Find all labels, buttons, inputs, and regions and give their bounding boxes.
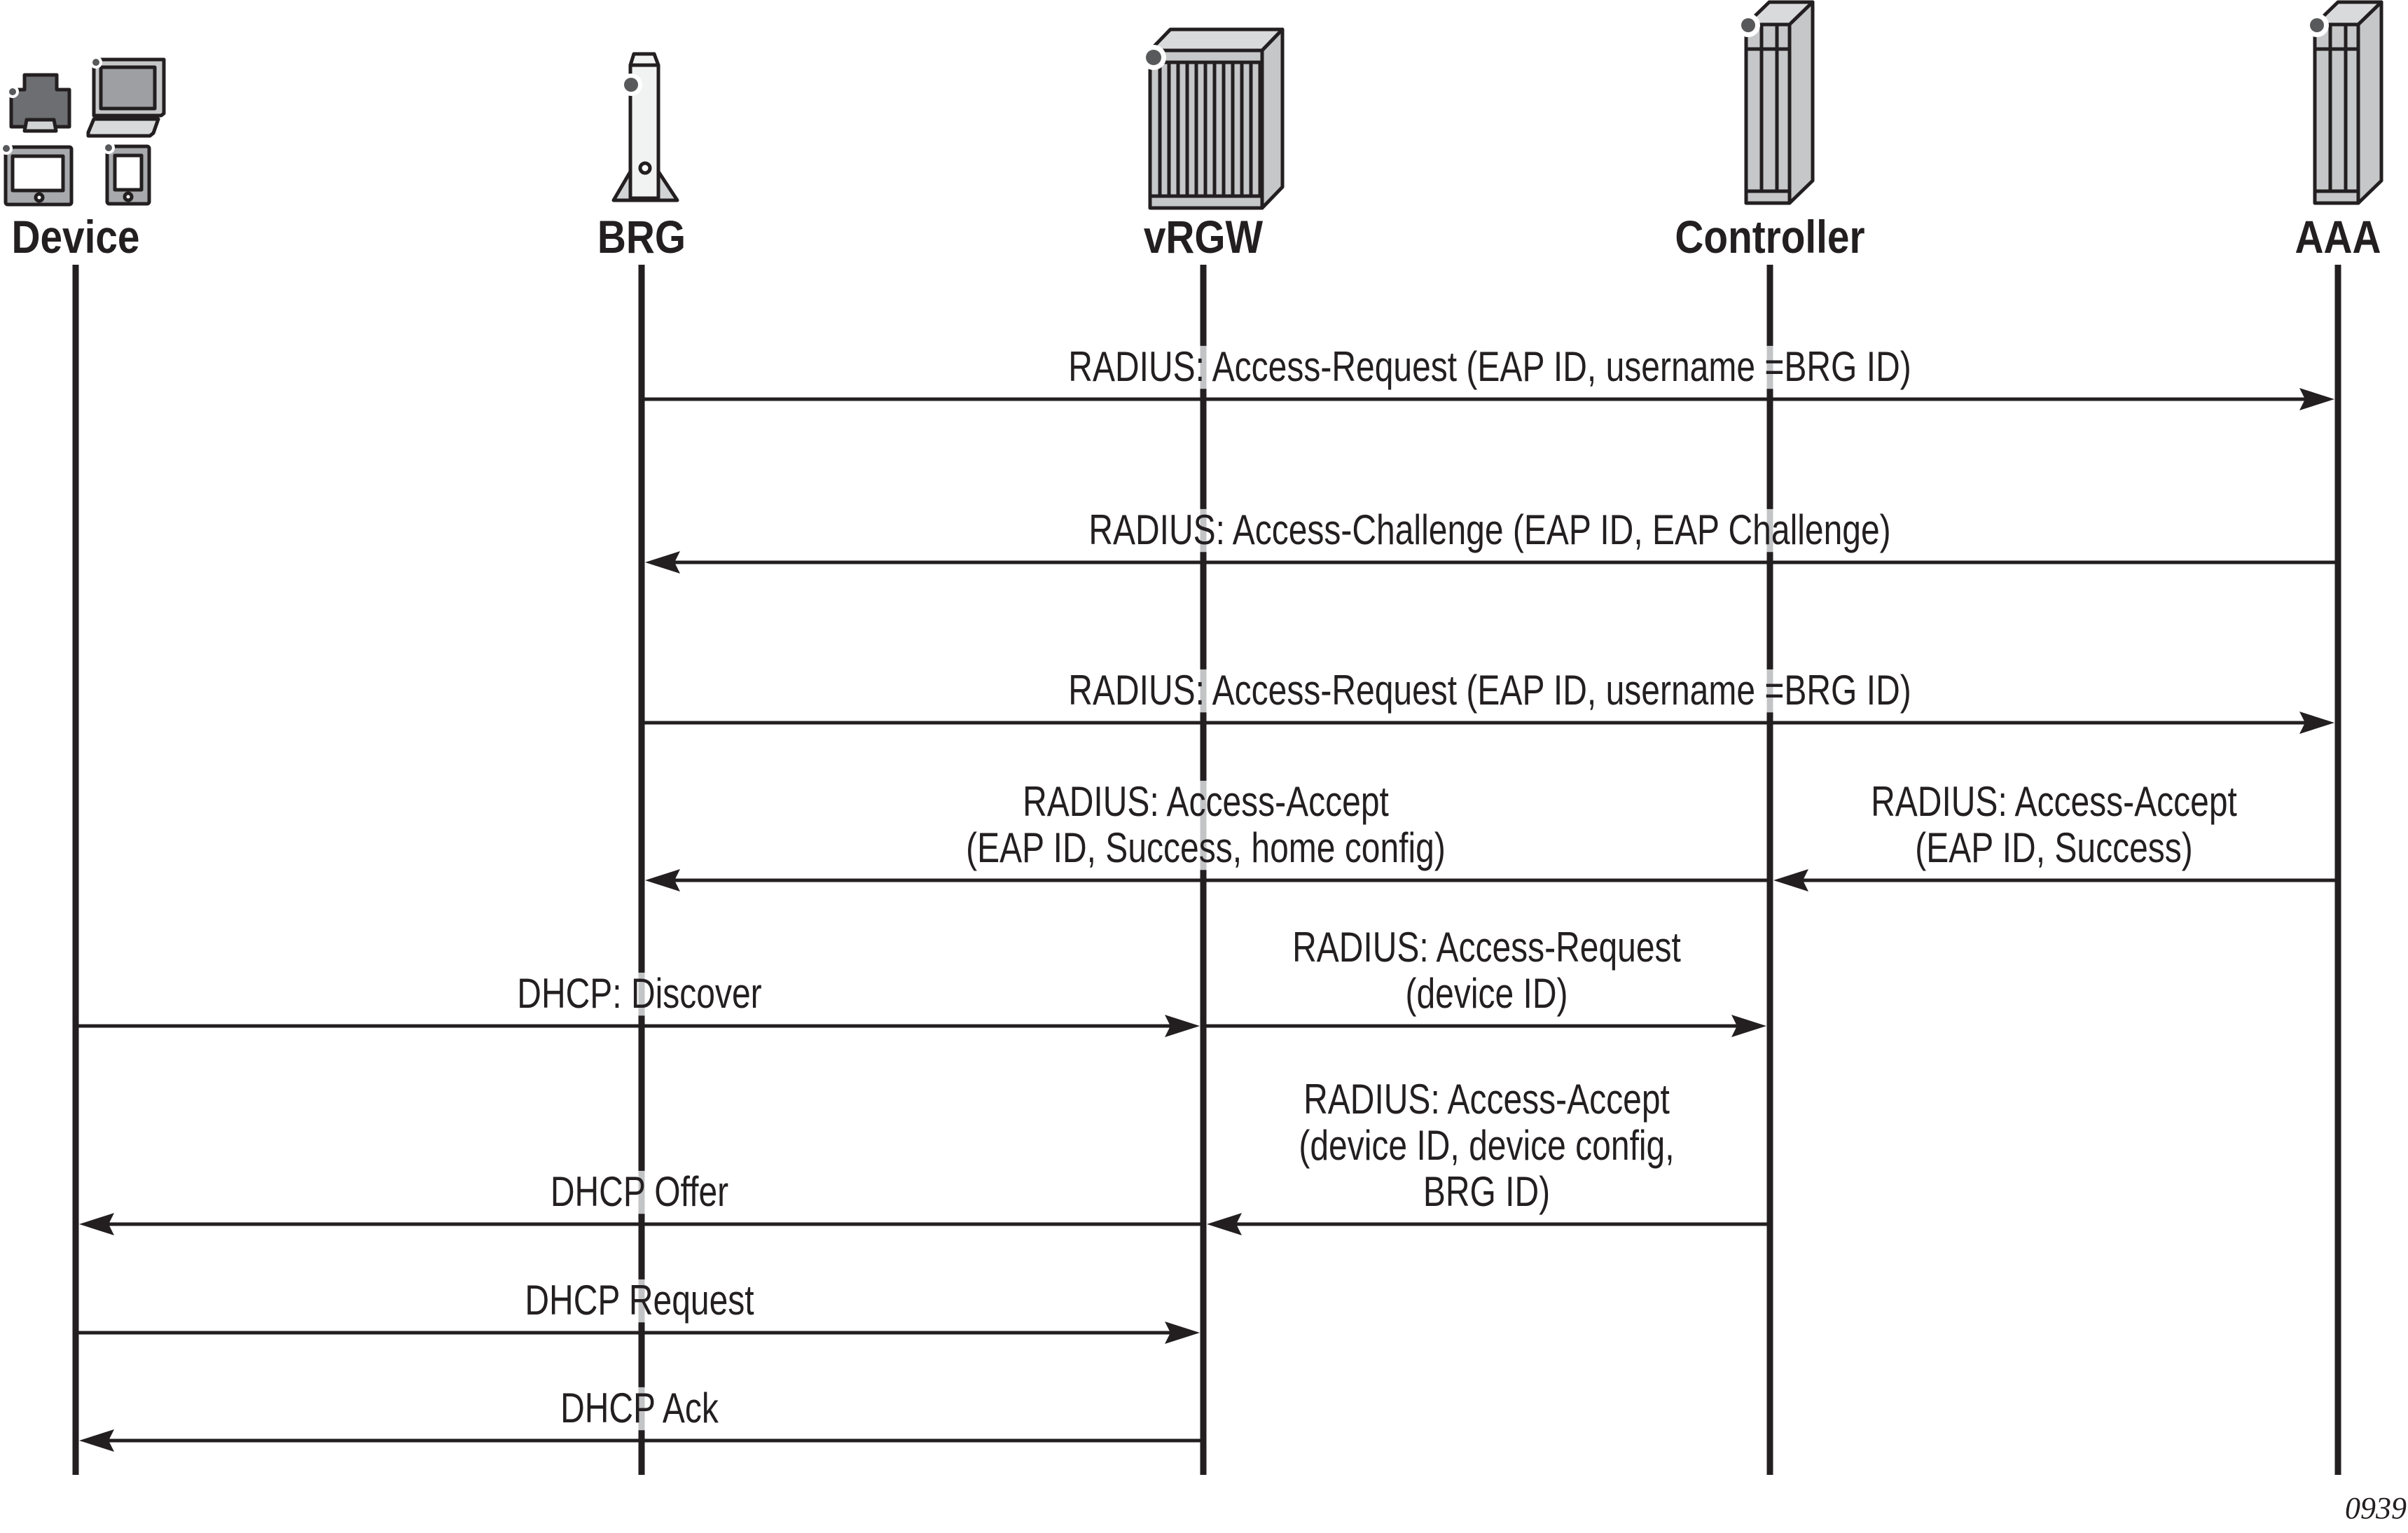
- arrowhead-icon: [79, 1429, 114, 1452]
- message-label-line: DHCP: Discover: [517, 970, 761, 1017]
- arrowhead-icon: [645, 869, 680, 892]
- message-5: RADIUS: Access-Accept(EAP ID, Success): [1773, 778, 2338, 892]
- message-8: RADIUS: Access-Accept(device ID, device …: [1207, 1076, 1770, 1235]
- message-label-line: DHCP Request: [525, 1277, 754, 1324]
- message-label: DHCP Request: [525, 1277, 754, 1324]
- message-label-line: RADIUS: Access-Challenge (EAP ID, EAP Ch…: [1088, 506, 1890, 553]
- message-6: DHCP: Discover: [76, 970, 1200, 1037]
- message-label-line: RADIUS: Access-Accept: [1871, 778, 2237, 825]
- message-label: RADIUS: Access-Accept(EAP ID, Success, h…: [966, 778, 1446, 871]
- message-label: DHCP Offer: [551, 1168, 728, 1215]
- aaa-server-icon: [2305, 0, 2383, 205]
- arrowhead-icon: [645, 551, 680, 574]
- desktop-computer-icon: [86, 56, 166, 138]
- message-label: RADIUS: Access-Request(device ID): [1292, 924, 1681, 1017]
- message-7: RADIUS: Access-Request(device ID): [1203, 924, 1766, 1037]
- message-11: DHCP Ack: [79, 1385, 1203, 1452]
- arrowhead-icon: [1207, 1213, 1242, 1235]
- arrowhead-icon: [2299, 712, 2334, 734]
- participant-label-vrgw: vRGW: [1144, 211, 1264, 263]
- participant-label-device: Device: [11, 211, 139, 263]
- participant-label-controller: Controller: [1675, 211, 1864, 263]
- message-label: RADIUS: Access-Accept(device ID, device …: [1299, 1076, 1674, 1215]
- message-label-line: DHCP Ack: [560, 1385, 719, 1431]
- message-label: DHCP Ack: [560, 1385, 719, 1431]
- message-label-line: DHCP Offer: [551, 1168, 728, 1215]
- chassis-router-icon: [1141, 27, 1285, 210]
- arrowhead-icon: [1165, 1322, 1200, 1344]
- message-label-line: (EAP ID, Success, home config): [966, 824, 1446, 871]
- controller-server-icon: [1736, 0, 1815, 205]
- participant-label-brg: BRG: [597, 211, 686, 263]
- message-label: RADIUS: Access-Request (EAP ID, username…: [1068, 667, 1911, 714]
- arrowhead-icon: [1773, 869, 1808, 892]
- client-devices-icon: [0, 56, 166, 207]
- arrowhead-icon: [1731, 1015, 1766, 1037]
- smartphone-icon: [102, 141, 151, 206]
- message-label-line: (device ID, device config,: [1299, 1122, 1674, 1169]
- participant-label-aaa: AAA: [2295, 211, 2381, 263]
- message-label-line: RADIUS: Access-Request: [1292, 924, 1681, 971]
- message-label: RADIUS: Access-Accept(EAP ID, Success): [1871, 778, 2237, 871]
- message-label-line: RADIUS: Access-Request (EAP ID, username…: [1068, 667, 1911, 714]
- arrowhead-icon: [2299, 388, 2334, 410]
- arrowhead-icon: [1165, 1015, 1200, 1037]
- message-1: RADIUS: Access-Request (EAP ID, username…: [642, 343, 2334, 410]
- message-label-line: RADIUS: Access-Accept: [1303, 1076, 1670, 1123]
- message-10: DHCP Request: [76, 1277, 1200, 1344]
- gateway-icon: [611, 52, 679, 202]
- message-label: RADIUS: Access-Request (EAP ID, username…: [1068, 343, 1911, 390]
- message-label-line: RADIUS: Access-Accept: [1023, 778, 1389, 825]
- message-label: DHCP: Discover: [517, 970, 761, 1017]
- tablet-icon: [0, 142, 74, 207]
- message-3: RADIUS: Access-Request (EAP ID, username…: [642, 667, 2334, 734]
- message-label-line: (EAP ID, Success): [1915, 824, 2193, 871]
- message-label-line: RADIUS: Access-Request (EAP ID, username…: [1068, 343, 1911, 390]
- message-4: RADIUS: Access-Accept(EAP ID, Success, h…: [645, 778, 1770, 892]
- message-label-line: (device ID): [1405, 970, 1568, 1017]
- message-label-line: BRG ID): [1423, 1168, 1550, 1215]
- message-2: RADIUS: Access-Challenge (EAP ID, EAP Ch…: [645, 506, 2338, 574]
- printer-icon: [6, 73, 71, 133]
- arrowhead-icon: [79, 1213, 114, 1235]
- message-label: RADIUS: Access-Challenge (EAP ID, EAP Ch…: [1088, 506, 1890, 553]
- figure-id: 0939: [2345, 1491, 2407, 1525]
- message-9: DHCP Offer: [79, 1168, 1203, 1235]
